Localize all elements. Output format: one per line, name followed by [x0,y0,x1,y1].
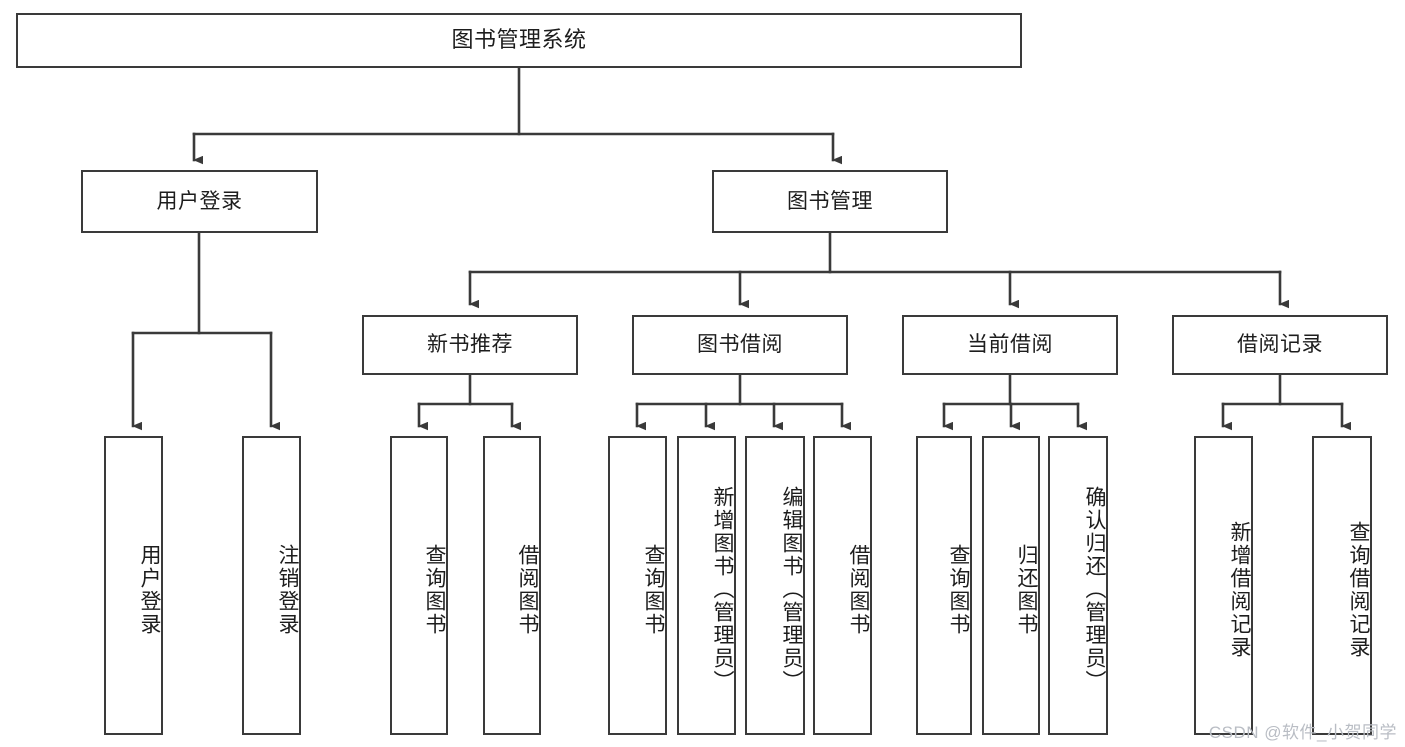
leaf-edit-book-admin[interactable]: 编辑图书（管理员） [745,436,805,735]
node-book-borrow[interactable]: 图书借阅 [632,315,848,375]
leaf-add-book-admin[interactable]: 新增图书（管理员） [677,436,736,735]
node-root-book-management-system[interactable]: 图书管理系统 [16,13,1022,68]
leaf-add-borrow-record[interactable]: 新增借阅记录 [1194,436,1253,735]
leaf-user-login[interactable]: 用户登录 [104,436,163,735]
leaf-query-book-current[interactable]: 查询图书 [916,436,972,735]
leaf-borrow-book[interactable]: 借阅图书 [813,436,872,735]
leaf-query-borrow-record[interactable]: 查询借阅记录 [1312,436,1372,735]
leaf-confirm-return-admin[interactable]: 确认归还（管理员） [1048,436,1108,735]
leaf-query-book-new-recommend[interactable]: 查询图书 [390,436,448,735]
node-borrow-record[interactable]: 借阅记录 [1172,315,1388,375]
leaf-return-book[interactable]: 归还图书 [982,436,1040,735]
leaf-borrow-book-new-recommend[interactable]: 借阅图书 [483,436,541,735]
node-user-login[interactable]: 用户登录 [81,170,318,233]
leaf-query-book-borrow[interactable]: 查询图书 [608,436,667,735]
node-new-book-recommend[interactable]: 新书推荐 [362,315,578,375]
node-current-borrow[interactable]: 当前借阅 [902,315,1118,375]
node-book-management[interactable]: 图书管理 [712,170,948,233]
leaf-logout[interactable]: 注销登录 [242,436,301,735]
csdn-watermark: CSDN @软件_小贺同学 [1208,723,1397,742]
